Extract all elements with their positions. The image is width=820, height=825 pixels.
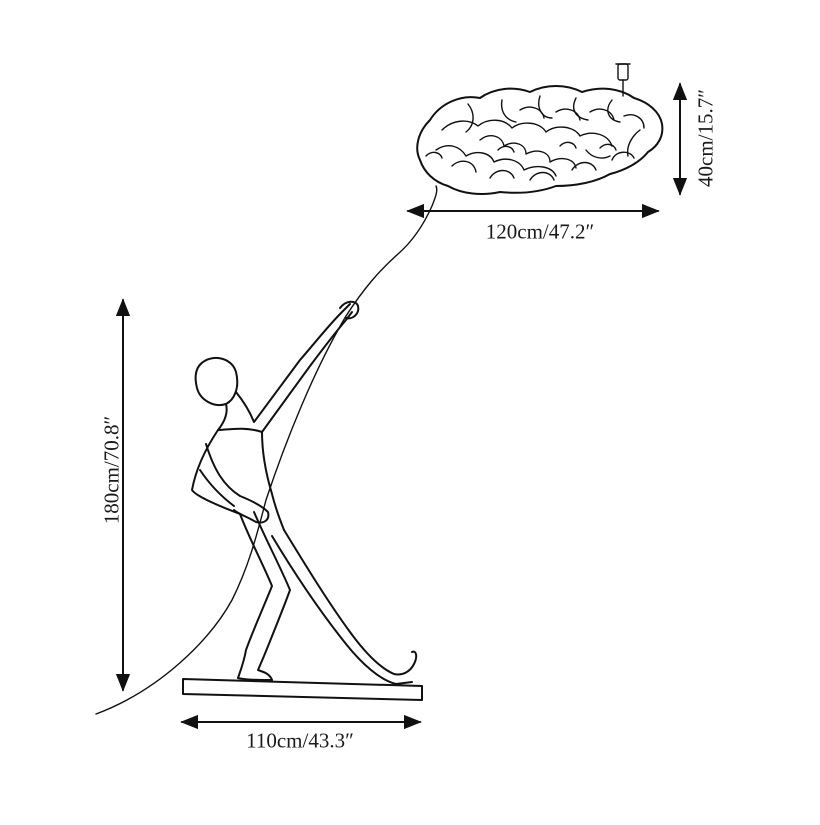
- height-dimension-label: 180cm/70.8″: [99, 415, 124, 525]
- shade-width-dimension-label: 120cm/47.2″: [485, 219, 595, 244]
- base-width-dimension-label: 110cm/43.3″: [246, 728, 354, 753]
- cloud-shade: [416, 85, 664, 195]
- power-cord: [95, 185, 438, 715]
- lamp-base: [182, 678, 423, 701]
- shade-mount-icon: [615, 63, 631, 97]
- shade-height-dimension-label: 40cm/15.7″: [693, 89, 718, 187]
- figure-sculpture: [191, 300, 418, 685]
